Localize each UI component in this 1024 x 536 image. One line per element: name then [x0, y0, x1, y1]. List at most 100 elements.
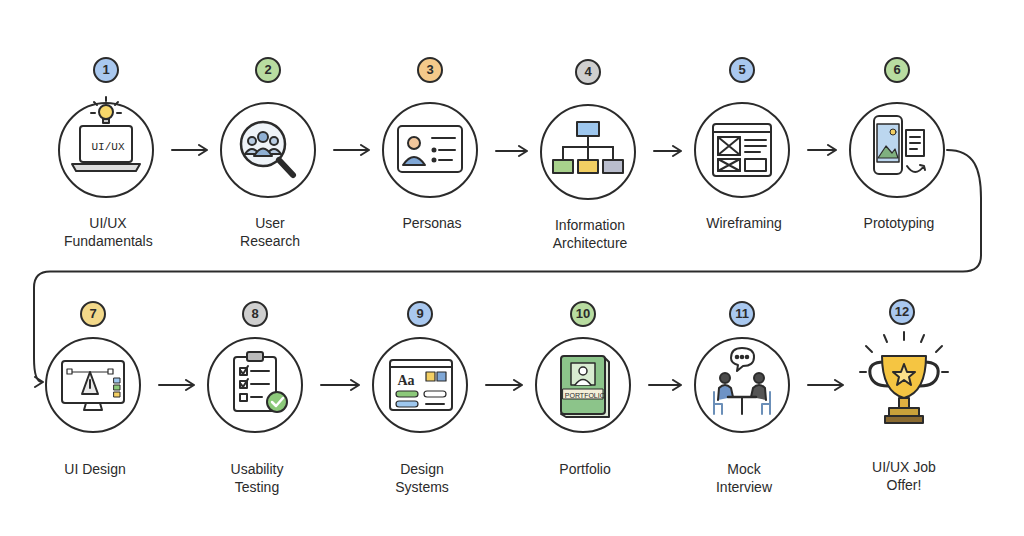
text-line	[910, 142, 920, 144]
button-pill	[396, 391, 418, 397]
tree-line	[612, 147, 614, 160]
person-body	[254, 149, 272, 157]
flow-arrow	[486, 384, 521, 386]
text-line	[910, 136, 920, 138]
step-label: User Research	[226, 214, 314, 250]
dot	[741, 356, 744, 359]
window	[390, 360, 452, 410]
monitor	[62, 361, 124, 403]
block	[745, 159, 766, 171]
step-label: Design Systems	[378, 460, 466, 496]
child-box	[578, 160, 598, 173]
ray	[921, 335, 924, 342]
step-number: 12	[889, 299, 915, 325]
flow-arrow	[34, 150, 981, 382]
mountain	[878, 146, 898, 158]
bulb-base	[103, 119, 109, 123]
text-line	[745, 151, 760, 153]
step-circle: 8Usability Testing	[207, 337, 303, 433]
star	[893, 364, 915, 385]
text-line	[426, 403, 444, 405]
bulb	[99, 105, 113, 119]
cross	[718, 137, 740, 155]
flow-arrow	[334, 149, 368, 151]
speech-bubble	[731, 348, 754, 371]
person-head	[720, 373, 730, 383]
step-circle: 3Personas	[382, 102, 478, 198]
ray	[903, 332, 905, 340]
phone	[874, 116, 902, 174]
window	[713, 124, 771, 176]
text-line	[251, 396, 262, 398]
ui-design-icon	[62, 361, 124, 410]
color-chip	[437, 372, 446, 381]
flow-arrow	[321, 384, 358, 386]
ray	[936, 346, 942, 352]
page	[906, 130, 924, 156]
anchor	[67, 369, 72, 374]
pen-nib	[82, 372, 98, 394]
flow-arrow	[808, 384, 842, 386]
card	[398, 126, 462, 172]
flow-arrow	[172, 149, 206, 151]
clip	[247, 352, 263, 361]
step-label: Wireframing	[700, 214, 788, 232]
step-label: Portfolio	[541, 460, 629, 478]
sun	[890, 129, 896, 135]
swatch	[114, 392, 120, 397]
step-label: Information Architecture	[546, 216, 634, 252]
portfolio-icon	[561, 356, 609, 417]
swatch	[114, 378, 120, 383]
person-head	[248, 137, 256, 145]
monitor-stand	[84, 403, 102, 410]
persona-icon	[398, 126, 462, 172]
bezier-handle	[70, 372, 110, 373]
step-number: 1	[93, 57, 119, 83]
check-badge	[267, 392, 287, 412]
wireframe-icon	[713, 124, 771, 176]
text-line	[745, 145, 766, 147]
laptop-base	[72, 164, 140, 171]
trophy-cup	[882, 356, 926, 398]
interview-icon	[714, 348, 770, 414]
ray	[117, 112, 121, 114]
bullet	[433, 149, 436, 152]
ray	[860, 371, 866, 373]
flow-arrow	[159, 384, 193, 386]
ray	[91, 112, 95, 114]
step-circle: 4Information Architecture	[540, 104, 636, 200]
step-number: 4	[575, 59, 601, 85]
checkbox	[240, 394, 247, 401]
anchor	[108, 369, 113, 374]
tree-line	[563, 146, 613, 148]
body	[403, 157, 425, 165]
step-number: 7	[80, 301, 106, 327]
step-label: Prototyping	[855, 214, 943, 232]
research-icon	[241, 122, 293, 175]
tree-line	[562, 147, 564, 160]
step-circle: 11Mock Interview	[694, 337, 790, 433]
flow-arrow	[496, 150, 526, 152]
step-circle: 6Prototyping	[849, 102, 945, 198]
step-label: Personas	[388, 214, 476, 232]
cycle-arrow	[907, 165, 925, 172]
checklist-icon	[234, 352, 287, 412]
step-label: UI/UX Fundamentals	[64, 214, 152, 250]
title-bar	[390, 366, 452, 368]
ray	[942, 371, 948, 373]
table-leg	[741, 397, 743, 414]
image-box	[718, 159, 740, 171]
portrait	[571, 363, 595, 385]
child-box	[553, 160, 573, 173]
text-line	[745, 139, 766, 141]
image-box	[718, 137, 740, 155]
flow-arrow	[649, 384, 680, 386]
step-label: Usability Testing	[213, 460, 301, 496]
step-label: UI/UX Job Offer!	[860, 458, 948, 494]
step-circle: 5Wireframing	[694, 102, 790, 198]
check	[272, 398, 283, 406]
portrait-head	[579, 367, 587, 375]
laptop-icon	[72, 97, 140, 171]
